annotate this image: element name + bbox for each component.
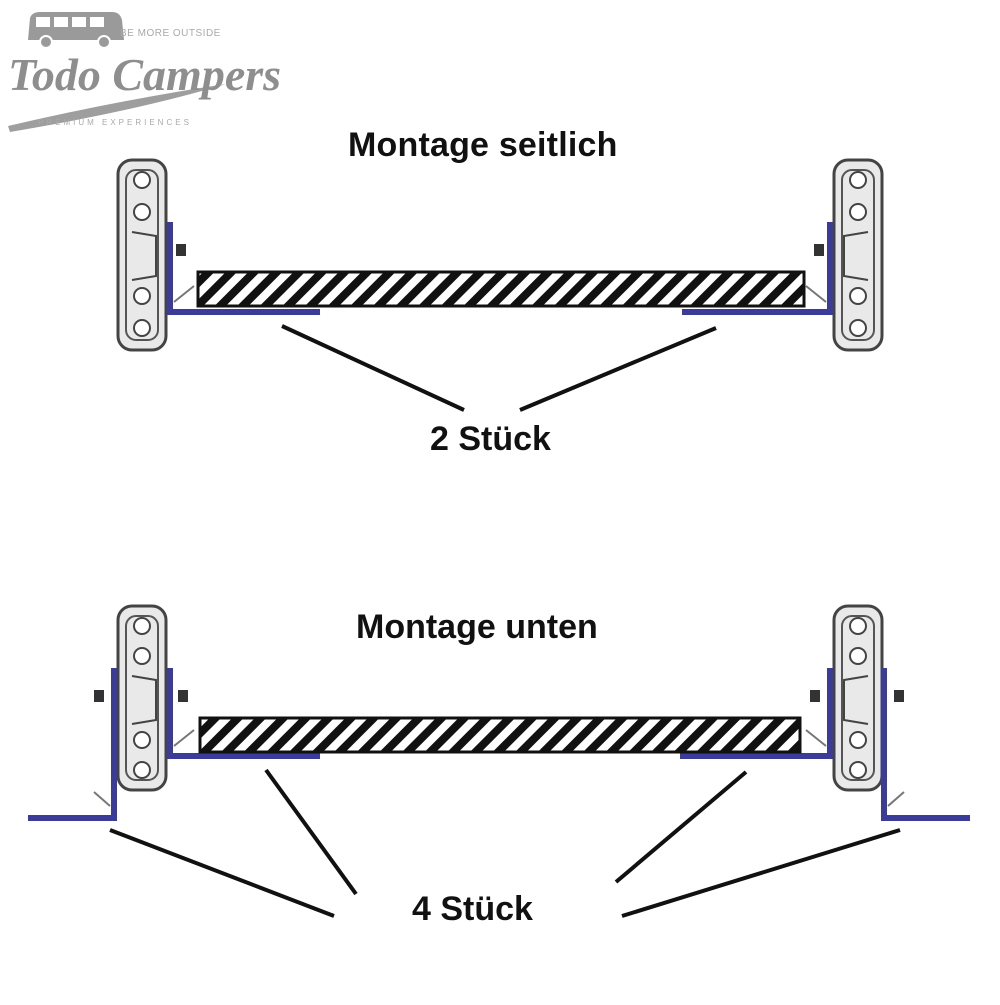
top-diagram — [116, 158, 884, 412]
top-right-bolt-icon — [814, 244, 824, 256]
bottom-diagram-title: Montage unten — [356, 608, 598, 646]
top-count-label: 2 Stück — [430, 420, 551, 458]
todo-campers-logo: BE MORE OUTSIDE Todo Campers PREMIUM EXP… — [0, 0, 281, 150]
top-left-bolt-icon — [176, 244, 186, 256]
top-right-bracket — [682, 222, 833, 315]
logo-brand: Todo Campers — [8, 49, 282, 100]
camper-van-icon — [28, 12, 124, 49]
bottom-left-rail — [116, 604, 168, 792]
bottom-left-inner-bracket — [167, 668, 320, 759]
top-left-rail — [116, 158, 168, 352]
top-right-rail — [832, 158, 884, 352]
bottom-left-bolt-icon-2 — [178, 690, 188, 702]
top-leader-right — [519, 326, 717, 412]
top-diagram-title: Montage seitlich — [348, 126, 618, 164]
bottom-diagram — [28, 604, 970, 918]
bottom-right-bolt-icon-2 — [810, 690, 820, 702]
logo-subline: PREMIUM EXPERIENCES — [38, 118, 192, 127]
logo-tagline: BE MORE OUTSIDE — [120, 28, 221, 39]
bottom-left-bolt-icon — [94, 690, 104, 702]
bottom-leader-1 — [109, 828, 335, 918]
bottom-right-inner-bracket — [680, 668, 833, 759]
top-leader-left — [281, 324, 465, 412]
bottom-leader-4 — [621, 828, 901, 918]
bottom-right-outer-bracket — [881, 668, 970, 821]
bottom-right-rail — [832, 604, 884, 792]
bottom-left-outer-bracket — [28, 668, 117, 821]
bottom-leader-3 — [614, 770, 748, 884]
bottom-count-label: 4 Stück — [412, 890, 533, 928]
top-panel — [196, 270, 806, 308]
bottom-right-bolt-icon — [894, 690, 904, 702]
top-left-bracket — [167, 222, 320, 315]
bottom-panel — [198, 716, 802, 754]
logo-swoosh — [8, 84, 226, 132]
bottom-leader-2 — [264, 768, 358, 896]
